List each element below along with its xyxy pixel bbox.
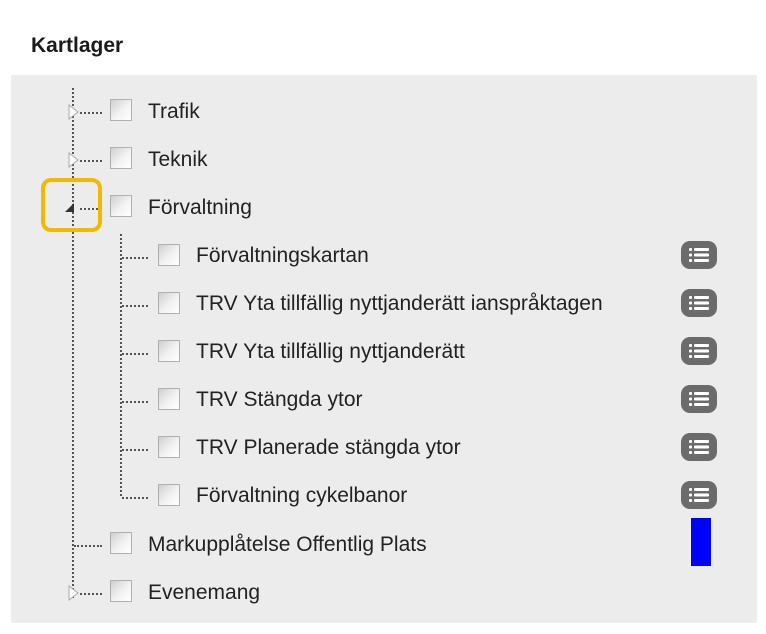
sublayer-label[interactable]: TRV Yta tillfällig nyttjanderätt [196, 340, 465, 363]
legend-button[interactable] [681, 337, 717, 365]
sublayer-checkbox[interactable] [158, 388, 180, 410]
layer-label-markupplatelse[interactable]: Markupplåtelse Offentlig Plats [148, 533, 427, 556]
legend-button[interactable] [681, 241, 717, 269]
list-icon [689, 488, 709, 502]
layer-label-teknik[interactable]: Teknik [148, 148, 208, 171]
subtree-branch-line [122, 401, 148, 403]
subtree-branch-line [122, 305, 148, 307]
sublayer-checkbox[interactable] [158, 292, 180, 314]
layer-checkbox[interactable] [110, 532, 132, 554]
expand-triangle-icon[interactable] [68, 152, 80, 168]
subtree-branch-line [122, 449, 148, 451]
list-icon [689, 248, 709, 262]
tree-trunk-line [72, 88, 74, 598]
tree-branch-line [80, 112, 102, 114]
tree-branch-line [80, 593, 102, 595]
legend-button[interactable] [681, 289, 717, 317]
toggle-highlight [41, 178, 102, 232]
legend-color-swatch [691, 518, 711, 566]
panel-title: Kartlager [31, 34, 124, 57]
layer-checkbox[interactable] [110, 195, 132, 217]
expand-triangle-icon[interactable] [68, 104, 80, 120]
subtree-branch-line [122, 497, 148, 499]
sublayer-label[interactable]: Förvaltningskartan [196, 244, 369, 267]
list-icon [689, 296, 709, 310]
layer-label-forvaltning[interactable]: Förvaltning [148, 196, 252, 219]
subtree-line [120, 234, 122, 496]
expand-triangle-icon[interactable] [68, 585, 80, 601]
collapse-triangle-icon[interactable] [64, 199, 76, 215]
list-icon [689, 344, 709, 358]
tree-branch-line [80, 208, 102, 210]
layer-checkbox[interactable] [110, 580, 132, 602]
layer-checkbox[interactable] [110, 99, 132, 121]
legend-button[interactable] [681, 481, 717, 509]
layer-checkbox[interactable] [110, 147, 132, 169]
subtree-branch-line [122, 353, 148, 355]
sublayer-label[interactable]: Förvaltning cykelbanor [196, 484, 408, 507]
layer-tree-panel [11, 75, 757, 623]
subtree-branch-line [122, 257, 148, 259]
sublayer-checkbox[interactable] [158, 484, 180, 506]
layer-label-evenemang[interactable]: Evenemang [148, 581, 261, 604]
layer-label-trafik[interactable]: Trafik [148, 100, 200, 123]
list-icon [689, 392, 709, 406]
sublayer-label[interactable]: TRV Yta tillfällig nyttjanderätt iansprå… [196, 292, 603, 315]
sublayer-checkbox[interactable] [158, 436, 180, 458]
tree-branch-line [74, 545, 102, 547]
tree-branch-line [80, 160, 102, 162]
list-icon [689, 440, 709, 454]
sublayer-checkbox[interactable] [158, 244, 180, 266]
sublayer-label[interactable]: TRV Stängda ytor [196, 388, 363, 411]
sublayer-label[interactable]: TRV Planerade stängda ytor [196, 436, 461, 459]
legend-button[interactable] [681, 433, 717, 461]
legend-button[interactable] [681, 385, 717, 413]
sublayer-checkbox[interactable] [158, 340, 180, 362]
